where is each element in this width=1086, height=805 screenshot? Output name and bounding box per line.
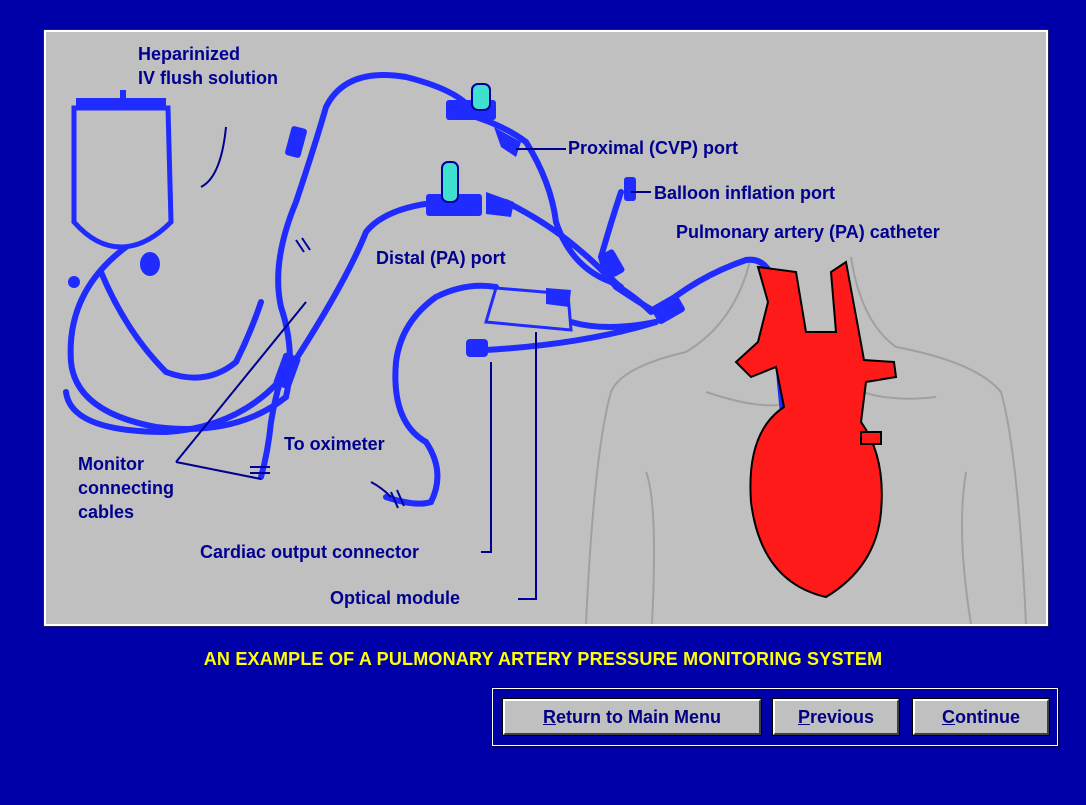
- label-proximal-port: Proximal (CVP) port: [568, 138, 738, 158]
- continue-button-label: ontinue: [955, 707, 1020, 728]
- previous-button-label: revious: [810, 707, 874, 728]
- label-monitor-cables-line2: connecting: [78, 478, 174, 498]
- return-button-mnemonic: R: [543, 707, 556, 728]
- continue-button-mnemonic: C: [942, 707, 955, 728]
- label-balloon-port: Balloon inflation port: [654, 183, 835, 203]
- label-flush-line1: Heparinized: [138, 44, 240, 64]
- pa-monitoring-diagram: Heparinized IV flush solution Proximal (…: [46, 32, 1046, 624]
- iv-bag: [68, 90, 171, 288]
- label-monitor-cables-line3: cables: [78, 502, 134, 522]
- leader-lines: [176, 127, 651, 599]
- heart-illustration: [736, 262, 896, 597]
- label-to-oximeter: To oximeter: [284, 434, 385, 454]
- label-optical-module: Optical module: [330, 588, 460, 608]
- label-distal-port: Distal (PA) port: [376, 248, 506, 268]
- stopcock-distal: [426, 162, 514, 217]
- label-pa-catheter: Pulmonary artery (PA) catheter: [676, 222, 940, 242]
- cable-break-marks: [250, 238, 404, 508]
- diagram-caption: AN EXAMPLE OF A PULMONARY ARTERY PRESSUR…: [0, 649, 1086, 670]
- optical-module: [486, 288, 571, 330]
- label-flush-line2: IV flush solution: [138, 68, 278, 88]
- label-cardiac-output: Cardiac output connector: [200, 542, 419, 562]
- return-button-label: eturn to Main Menu: [556, 707, 721, 728]
- previous-button-mnemonic: P: [798, 707, 810, 728]
- label-monitor-cables-line1: Monitor: [78, 454, 144, 474]
- diagram-panel: Heparinized IV flush solution Proximal (…: [44, 30, 1048, 626]
